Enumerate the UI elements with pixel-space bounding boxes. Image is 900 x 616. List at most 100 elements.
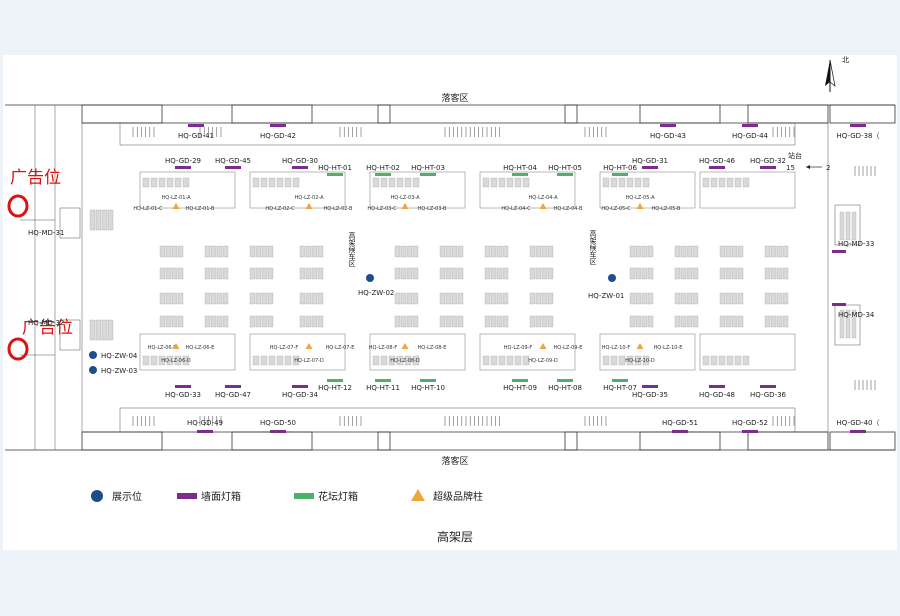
- legend-swatch-display: [91, 490, 103, 502]
- seat-block: [629, 267, 636, 280]
- counter: [372, 355, 380, 366]
- seat-block: [171, 245, 178, 258]
- seat-block: [261, 292, 268, 305]
- seat-block: [674, 315, 681, 328]
- seat-block: [204, 315, 211, 328]
- seat-block: [400, 245, 407, 258]
- seat-block: [692, 315, 699, 328]
- display-position-marker: [366, 274, 374, 282]
- label-HQ-LZ-03-C: HQ-LZ-03-C: [367, 206, 397, 212]
- wall-lightbox: [832, 250, 846, 253]
- seat-block: [222, 267, 229, 280]
- seat-block: [725, 315, 732, 328]
- legend: 展示位墙面灯箱花坛灯箱超级品牌柱: [91, 489, 483, 503]
- seat-block: [674, 267, 681, 280]
- seat-block: [101, 209, 108, 231]
- seat-block: [95, 209, 102, 231]
- seat-block: [641, 292, 648, 305]
- seat-block: [445, 315, 452, 328]
- counter: [158, 177, 166, 188]
- boarding-gates: [139, 171, 796, 371]
- label-HQ-GD-51: HQ-GD-51: [662, 419, 698, 427]
- seat-block: [535, 245, 542, 258]
- counter: [522, 355, 530, 366]
- label-HQ-HT-06: HQ-HT-06: [603, 164, 637, 172]
- wall-lightbox: [742, 124, 758, 127]
- seat-block: [764, 292, 771, 305]
- seat-block: [547, 292, 554, 305]
- label-HQ-HT-11: HQ-HT-11: [366, 384, 400, 392]
- gate-island-upper: [249, 171, 346, 209]
- legend-label-1: 墙面灯箱: [201, 490, 241, 503]
- seat-block: [400, 315, 407, 328]
- label-HQ-HT-08: HQ-HT-08: [548, 384, 582, 392]
- seat-block: [839, 211, 845, 241]
- seat-block: [490, 267, 497, 280]
- side-structures: [59, 204, 861, 351]
- seat-block: [311, 245, 318, 258]
- counter: [404, 355, 412, 366]
- label-HQ-MD-33: HQ-MD-33: [838, 240, 874, 248]
- label-HQ-GD-30: HQ-GD-30: [282, 157, 318, 165]
- label-HQ-LZ-01-A: HQ-LZ-01-A: [161, 195, 191, 201]
- counter: [506, 355, 514, 366]
- seat-block: [165, 315, 172, 328]
- label-HQ-GD-35: HQ-GD-35: [632, 391, 668, 399]
- counter: [150, 355, 158, 366]
- seat-block: [725, 245, 732, 258]
- seat-block: [680, 267, 687, 280]
- seat-block: [851, 309, 857, 339]
- label-HQ-GD-42: HQ-GD-42: [260, 132, 296, 140]
- label-HQ-GD-31: HQ-GD-31: [632, 157, 668, 165]
- seat-block: [764, 315, 771, 328]
- seat-block: [394, 267, 401, 280]
- gate-island-upper: [599, 171, 696, 209]
- label-HQ-LZ-09-E: HQ-LZ-09-E: [554, 345, 583, 351]
- seat-block: [400, 292, 407, 305]
- seat-block: [686, 267, 693, 280]
- ad-position-marker-1: [7, 194, 29, 218]
- counter: [626, 177, 634, 188]
- brand-pillar-marker: [539, 343, 547, 349]
- seat-block: [502, 292, 509, 305]
- counter: [182, 177, 190, 188]
- counter: [490, 355, 498, 366]
- label-HQ-LZ-05-B: HQ-LZ-05-B: [652, 206, 682, 212]
- counter: [284, 177, 292, 188]
- wall-lightbox: [832, 303, 846, 306]
- seat-block: [635, 292, 642, 305]
- seat-block: [107, 209, 114, 231]
- gate-island-upper: [369, 171, 466, 209]
- wall-lightbox: [188, 124, 204, 127]
- platform-number-2: 2: [826, 164, 830, 172]
- seat-block: [647, 292, 654, 305]
- seat-block: [457, 245, 464, 258]
- seat-block: [737, 292, 744, 305]
- seat-block: [547, 245, 554, 258]
- seat-block: [731, 267, 738, 280]
- counter: [142, 177, 150, 188]
- seat-block: [782, 245, 789, 258]
- seat-block: [451, 245, 458, 258]
- seat-block: [547, 267, 554, 280]
- label-HQ-HT-10: HQ-HT-10: [411, 384, 445, 392]
- label-HQ-GD-38（: HQ-GD-38（: [837, 132, 880, 140]
- seat-block: [210, 315, 217, 328]
- label-HQ-LZ-02-C: HQ-LZ-02-C: [265, 206, 295, 212]
- seat-block: [249, 267, 256, 280]
- platform-number: 15: [786, 164, 795, 172]
- seat-block: [535, 292, 542, 305]
- seat-block: [249, 315, 256, 328]
- label-HQ-MD-31: HQ-MD-31: [28, 229, 64, 237]
- seat-block: [107, 319, 114, 341]
- seat-block: [484, 245, 491, 258]
- seat-block: [267, 267, 274, 280]
- gate-island-upper: [139, 171, 236, 209]
- seat-block: [776, 315, 783, 328]
- waiting-area-label-1: 高架候车区: [348, 231, 356, 267]
- seat-block: [547, 315, 554, 328]
- counter: [718, 177, 726, 188]
- brand-pillar-marker: [305, 343, 313, 349]
